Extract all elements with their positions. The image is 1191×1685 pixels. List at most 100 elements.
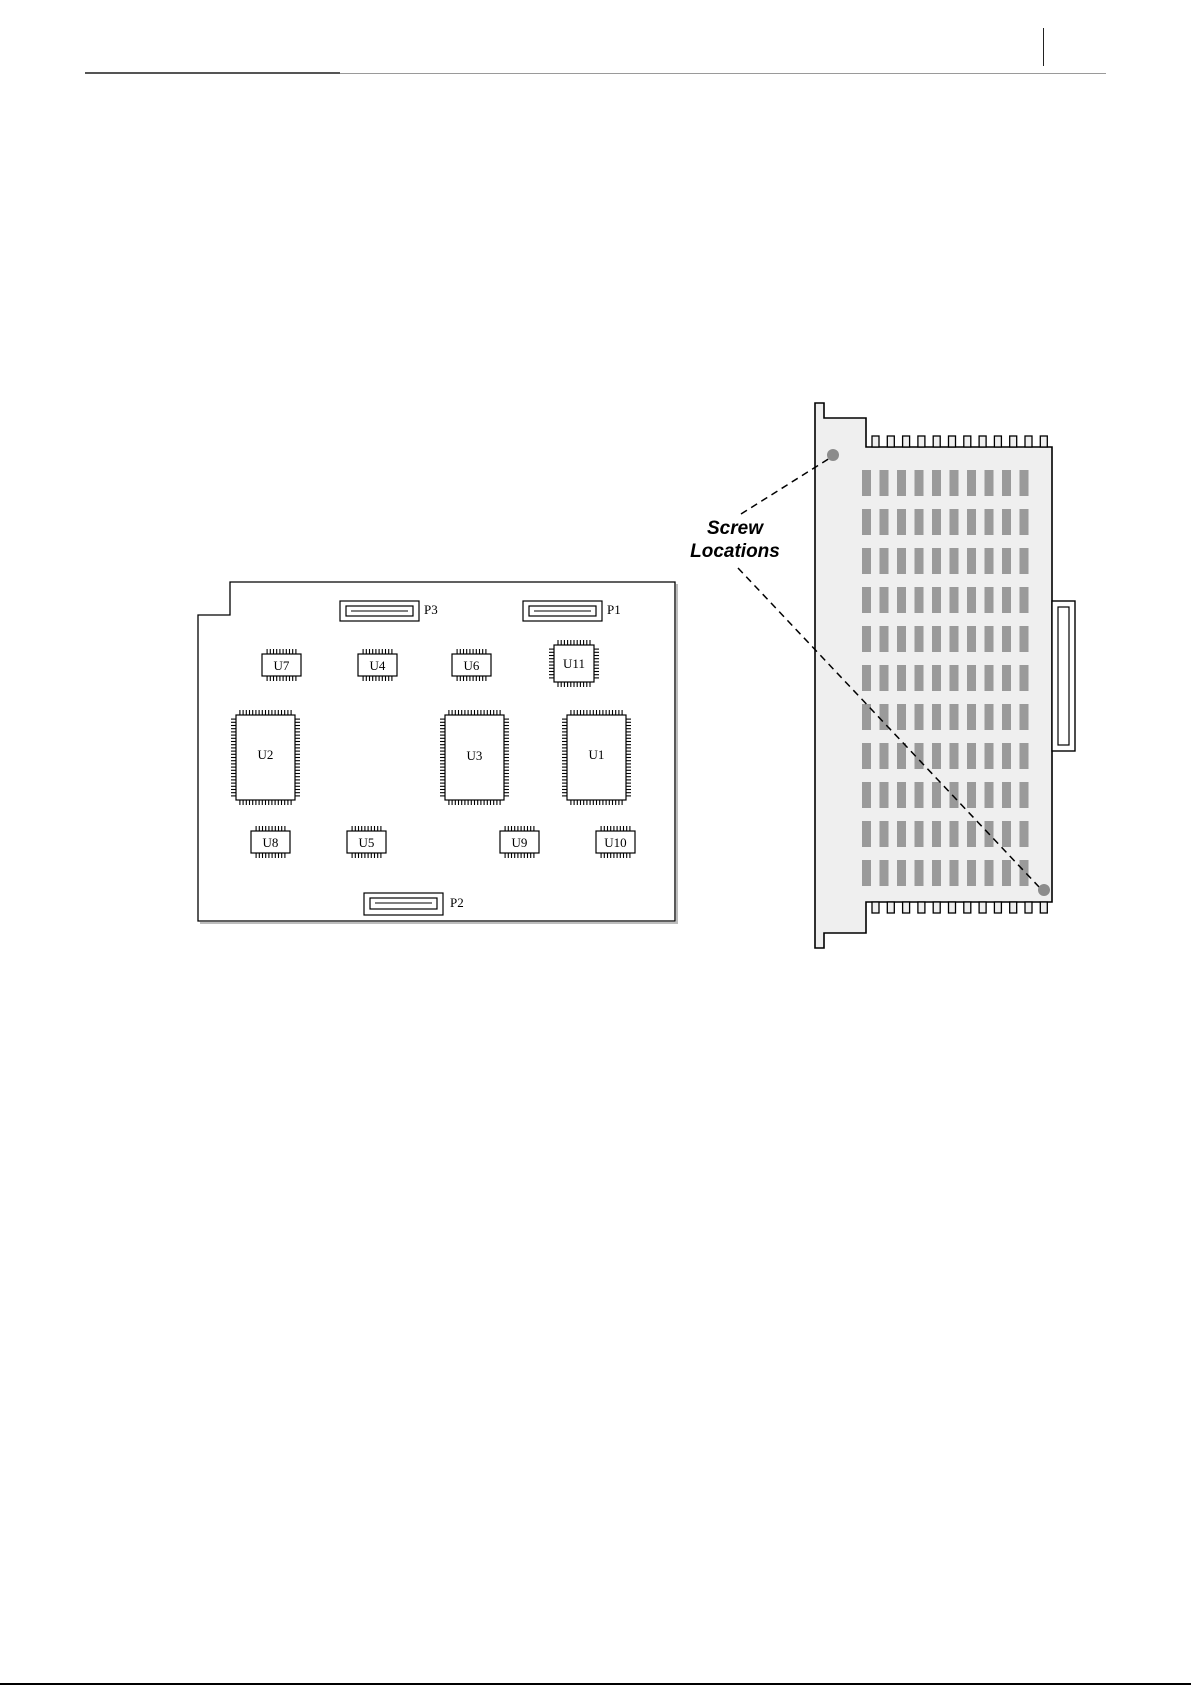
connector-label: P1 — [607, 602, 621, 617]
vent-slot — [950, 743, 959, 769]
vent-slot — [950, 548, 959, 574]
vent-slot — [967, 470, 976, 496]
vent-slot — [862, 665, 871, 691]
connector-label: P2 — [450, 895, 464, 910]
vent-slot — [897, 860, 906, 886]
vent-slot — [862, 860, 871, 886]
vent-slot — [932, 626, 941, 652]
vent-slot — [967, 743, 976, 769]
vent-slot — [880, 782, 889, 808]
tooth-top — [1010, 436, 1017, 447]
chip-label: U8 — [263, 835, 279, 850]
callout-label-line1: Screw — [707, 518, 764, 539]
chip-label: U9 — [512, 835, 528, 850]
tooth-top — [1025, 436, 1032, 447]
vent-slot — [1020, 587, 1029, 613]
vent-slot — [862, 782, 871, 808]
vent-slot — [915, 665, 924, 691]
vent-slot — [1002, 587, 1011, 613]
vent-slot — [915, 782, 924, 808]
vent-slot — [897, 821, 906, 847]
vent-slot — [1002, 626, 1011, 652]
vent-slot — [985, 626, 994, 652]
vent-slot — [932, 704, 941, 730]
vent-slot — [915, 509, 924, 535]
tooth-bottom — [1025, 902, 1032, 913]
vent-slot — [862, 821, 871, 847]
vent-slot — [967, 860, 976, 886]
chip-u1: U1 — [562, 710, 631, 805]
vent-slot — [897, 548, 906, 574]
vent-slot — [1002, 782, 1011, 808]
vent-slot — [1002, 704, 1011, 730]
vent-slot — [1020, 782, 1029, 808]
chip-u2: U2 — [231, 710, 300, 805]
connector-label: P3 — [424, 602, 438, 617]
tooth-top — [949, 436, 956, 447]
chip-label: U11 — [563, 656, 585, 671]
chip-label: U10 — [604, 835, 626, 850]
vent-slot — [880, 548, 889, 574]
vent-slot — [1020, 743, 1029, 769]
vent-slot — [950, 509, 959, 535]
vent-slot — [985, 665, 994, 691]
vent-slot — [967, 548, 976, 574]
tooth-top — [903, 436, 910, 447]
module-side-view: Screw Locations — [690, 403, 1075, 948]
chip-u9: U9 — [500, 826, 539, 858]
tooth-bottom — [918, 902, 925, 913]
chip-label: U4 — [370, 658, 386, 673]
vent-slot — [1020, 821, 1029, 847]
vent-slot — [915, 626, 924, 652]
vent-slot — [897, 587, 906, 613]
vent-slot — [915, 470, 924, 496]
tooth-top — [994, 436, 1001, 447]
vent-slot — [897, 626, 906, 652]
vent-slot — [1020, 509, 1029, 535]
callout-label-line2: Locations — [690, 541, 780, 562]
vent-slot — [985, 587, 994, 613]
circuit-board: P3 P1 P2 U7 U4 U6 — [198, 582, 677, 923]
vent-slot — [897, 665, 906, 691]
vent-slot — [1002, 470, 1011, 496]
vent-slot — [932, 782, 941, 808]
vent-slot — [880, 860, 889, 886]
vent-slot — [1002, 509, 1011, 535]
vent-slot — [1020, 860, 1029, 886]
chip-u5: U5 — [347, 826, 386, 858]
vent-slot — [985, 860, 994, 886]
vent-slot — [985, 743, 994, 769]
vent-slot — [950, 782, 959, 808]
vent-slot — [985, 782, 994, 808]
chip-label: U5 — [359, 835, 375, 850]
tooth-top — [887, 436, 894, 447]
chip-u8: U8 — [251, 826, 290, 858]
vent-slot — [880, 665, 889, 691]
tooth-bottom — [887, 902, 894, 913]
tooth-bottom — [903, 902, 910, 913]
vent-slot — [967, 509, 976, 535]
tooth-top — [872, 436, 879, 447]
vent-slot — [967, 626, 976, 652]
vent-slot — [967, 665, 976, 691]
vent-slot — [880, 626, 889, 652]
vent-slot — [897, 509, 906, 535]
vent-slot — [950, 821, 959, 847]
vent-slot — [950, 860, 959, 886]
chip-u4: U4 — [358, 649, 397, 681]
vent-slot — [932, 470, 941, 496]
vent-slot — [950, 470, 959, 496]
vent-slot — [1002, 548, 1011, 574]
chip-u6: U6 — [452, 649, 491, 681]
chip-label: U7 — [274, 658, 290, 673]
vent-slot — [897, 782, 906, 808]
vent-slot — [915, 548, 924, 574]
vent-slot — [932, 587, 941, 613]
vent-slot — [1020, 665, 1029, 691]
vent-slot — [915, 860, 924, 886]
vent-slot — [880, 509, 889, 535]
vent-slot — [950, 665, 959, 691]
chip-u7: U7 — [262, 649, 301, 681]
vent-slot — [915, 821, 924, 847]
